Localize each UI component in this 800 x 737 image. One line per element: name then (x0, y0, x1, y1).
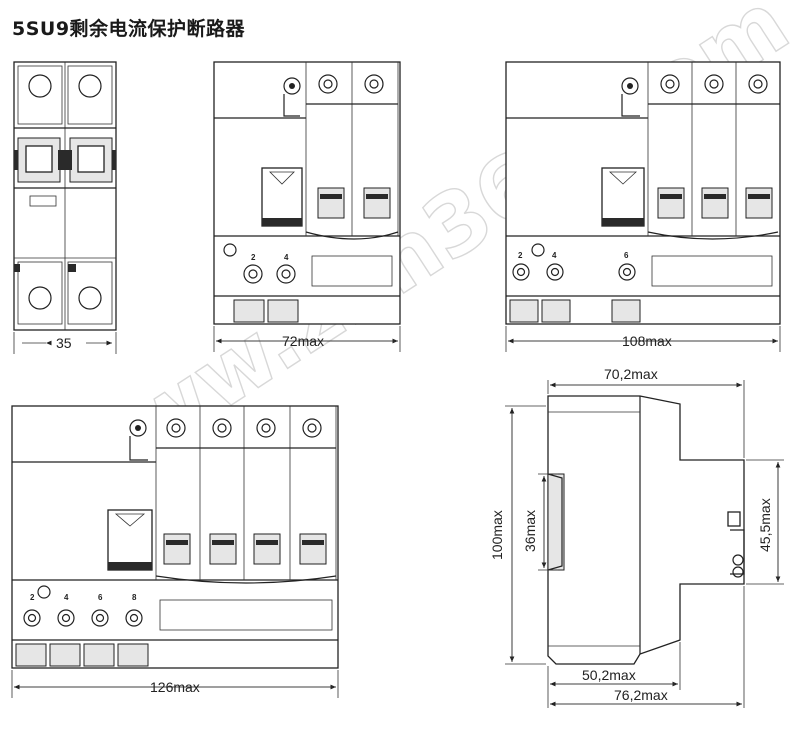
terminal-label: 2 (30, 593, 35, 602)
terminal-label: 2 (251, 253, 256, 262)
view-4p: 2 4 6 8 126max (11, 405, 339, 698)
terminal-label: 6 (624, 251, 629, 260)
dim-76-2max: 76,2max (614, 687, 668, 703)
dim-72max: 72max (282, 333, 324, 349)
terminal-label: 4 (284, 253, 289, 262)
terminal-label: 2 (518, 251, 523, 260)
dim-70-2max: 70,2max (604, 366, 658, 382)
side-view: 70,2max 100max 36max 45,5max 50,2max 76,… (489, 366, 784, 708)
terminal-label: 8 (132, 593, 137, 602)
dim-126max: 126max (150, 679, 200, 695)
dim-36max: 36max (522, 510, 538, 552)
front-view: 35 (13, 61, 117, 354)
dim-108max: 108max (622, 333, 672, 349)
page-title: 5SU9剩余电流保护断路器 (12, 18, 246, 40)
dim-35: 35 (56, 335, 72, 351)
terminal-label: 4 (552, 251, 557, 260)
terminal-label: 4 (64, 593, 69, 602)
view-2p: 2 4 72max (213, 61, 401, 352)
view-3p: 2 4 6 108max (505, 61, 781, 352)
dim-50-2max: 50,2max (582, 667, 636, 683)
dim-45-5max: 45,5max (757, 498, 773, 552)
terminal-label: 6 (98, 593, 103, 602)
dim-100max: 100max (489, 510, 505, 560)
